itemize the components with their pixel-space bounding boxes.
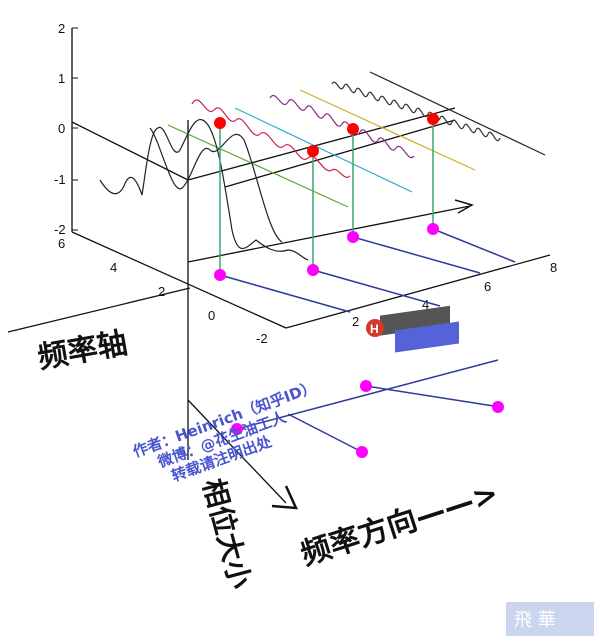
spectrum-lines: [219, 228, 516, 453]
watermark: 作者：Heinrich（知乎ID） 微博：@花生油工人 转载请注明出处: [130, 378, 318, 485]
stems: [219, 119, 434, 275]
z-tick-label: 1: [58, 71, 65, 86]
peak-dot: [347, 123, 359, 135]
depth-tick-label: 6: [58, 236, 65, 251]
wave-black: [99, 118, 309, 261]
wave-purple: [269, 95, 415, 159]
corner-seal-text: 飛 華: [514, 610, 556, 631]
corner-seal: 飛 華: [506, 602, 594, 636]
phase-axis: [187, 399, 287, 504]
z-tick-label: -2: [54, 222, 66, 237]
wave-dark-flat: [369, 71, 546, 156]
peak-dots: [214, 113, 439, 157]
corner-seal-box: [506, 602, 594, 636]
waves: [99, 71, 546, 261]
phase-line-2: [287, 413, 363, 453]
wave-green-flat: [167, 124, 349, 208]
spectrum-dot: [214, 269, 226, 281]
depth-tick-label: 4: [110, 260, 117, 275]
phase-line-3: [365, 385, 501, 408]
spectrum-dot: [347, 231, 359, 243]
logo-bar-light: [395, 321, 459, 353]
z-ticks-marks: [72, 27, 78, 231]
freq-axis-left: [7, 287, 191, 333]
wave-dark-wiggly: [331, 81, 501, 142]
z-tick-label: -1: [54, 172, 66, 187]
magenta-dots: [214, 223, 504, 458]
front-tick-label: 6: [484, 279, 491, 294]
phase-size-label: 相位大小: [196, 475, 257, 592]
front-baseline: [285, 254, 551, 329]
spectrum-line-1: [219, 274, 351, 313]
wave-red: [191, 99, 351, 178]
spectrum-line-3: [352, 236, 481, 274]
logo-h-icon: [366, 319, 384, 337]
phase-dot: [356, 446, 368, 458]
z-tick-label: 0: [58, 121, 65, 136]
plane-top-edge: [187, 107, 456, 181]
wave-yellow-flat: [299, 89, 476, 171]
spectrum-dot: [427, 223, 439, 235]
axes: [7, 28, 551, 504]
logo-h-letter: H: [370, 322, 379, 336]
left-depth-edge: [71, 231, 287, 329]
upper-diagonal: [71, 121, 189, 181]
spectrum-line-4: [432, 228, 516, 263]
depth-tick-label: -2: [256, 331, 268, 346]
freq-axis-left-label: 频率轴: [35, 326, 130, 376]
front-tick-label: 8: [550, 260, 557, 275]
front-tick-label: 4: [422, 297, 429, 312]
logo-badge: H: [366, 305, 459, 353]
phase-dot: [231, 423, 243, 435]
phase-dot: [492, 401, 504, 413]
z-tick-label: 2: [58, 21, 65, 36]
upper-ref-line: [224, 119, 456, 188]
phase-dot: [360, 380, 372, 392]
phase-line-1: [236, 359, 499, 430]
peak-dot: [214, 117, 226, 129]
peak-dot: [307, 145, 319, 157]
spectrum-line-2: [312, 269, 441, 307]
top-axis-line: [187, 205, 471, 263]
depth-tick-label: 0: [208, 308, 215, 323]
wave-cyan-flat: [234, 107, 413, 193]
phase-axis-arrow-icon: [271, 485, 299, 510]
front-tick-label: 2: [352, 314, 359, 329]
peak-dot: [427, 113, 439, 125]
top-axis-arrow-icon: [454, 199, 474, 214]
wave-black-2: [149, 127, 283, 243]
spectrum-dot: [307, 264, 319, 276]
freq-direction-label: 频率方向——>: [297, 476, 503, 573]
depth-tick-label: 2: [158, 284, 165, 299]
